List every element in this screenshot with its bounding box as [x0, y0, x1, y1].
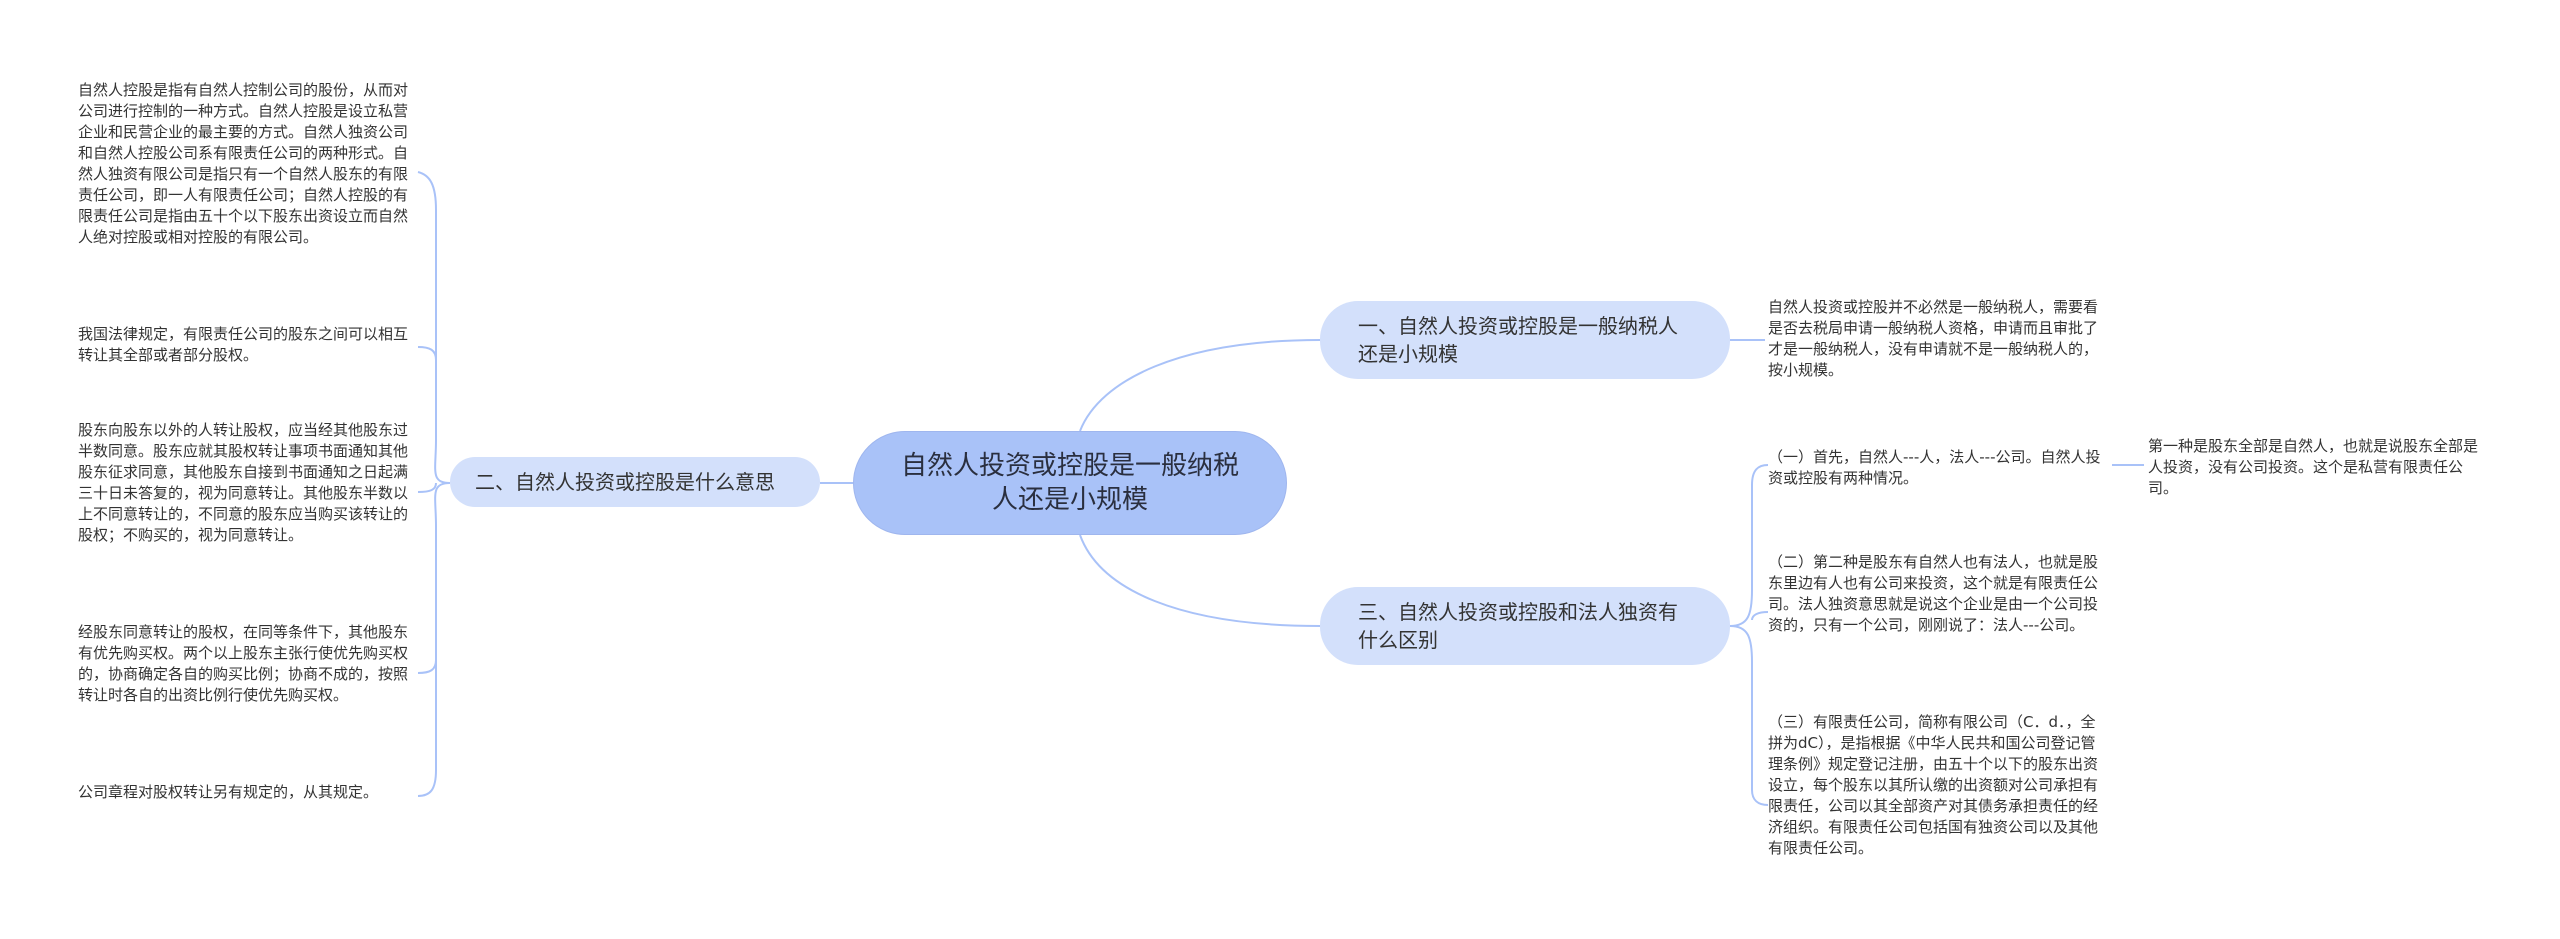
leaf-preemptive-right: 经股东同意转让的股权，在同等条件下，其他股东有优先购买权。两个以上股东主张行使优…: [78, 623, 409, 704]
connector-b2-bracket-low: [417, 482, 451, 797]
branch-general-taxpayer[interactable]: 一、自然人投资或控股是一般纳税人还是小规模: [1320, 301, 1730, 379]
leaf-transfer-between-shareholders: 我国法律规定，有限责任公司的股东之间可以相互转让其全部或者部分股权。: [78, 325, 409, 364]
connector-b3-l2: [1751, 611, 1769, 621]
root-node[interactable]: 自然人投资或控股是一般纳税人还是小规模: [853, 431, 1287, 535]
connector-b2-l2: [417, 346, 437, 361]
connector-b2-l4: [417, 659, 437, 674]
leaf-second-case: （二）第二种是股东有自然人也有法人，也就是股东里边有人也有公司来投资，这个就是有…: [1768, 553, 2099, 634]
connector-b2-l3: [417, 482, 437, 493]
leaf-taxpayer-answer: 自然人投资或控股并不必然是一般纳税人，需要看是否去税局申请一般纳税人资格，申请而…: [1768, 298, 2099, 379]
leaf-first-case: （一）首先，自然人---人，法人---公司。自然人投资或控股有两种情况。: [1768, 448, 2101, 487]
connector-b2-bracket: [417, 171, 451, 484]
leaf-transfer-to-outsiders: 股东向股东以外的人转让股权，应当经其他股东过半数同意。股东应就其股权转让事项书面…: [78, 421, 409, 544]
leaf-definition: 自然人控股是指有自然人控制公司的股份，从而对公司进行控制的一种方式。自然人控股是…: [78, 81, 409, 246]
connector-root-b1: [1079, 339, 1321, 432]
leaf-limited-company: （三）有限责任公司，简称有限公司（C．d．，全拼为dC），是指根据《中华人民共和…: [1768, 713, 2099, 857]
connector-b3-bracket-down: [1729, 625, 1769, 806]
connector-root-b3: [1079, 534, 1321, 627]
leaf-first-case-detail: 第一种是股东全部是自然人，也就是说股东全部是人投资，没有公司投资。这个是私营有限…: [2148, 437, 2479, 497]
connector-b3-bracket-up: [1729, 464, 1769, 627]
leaf-articles-of-association: 公司章程对股权转让另有规定的，从其规定。: [78, 783, 379, 801]
branch-difference[interactable]: 三、自然人投资或控股和法人独资有什么区别: [1320, 587, 1730, 665]
branch-meaning[interactable]: 二、自然人投资或控股是什么意思: [450, 457, 820, 507]
